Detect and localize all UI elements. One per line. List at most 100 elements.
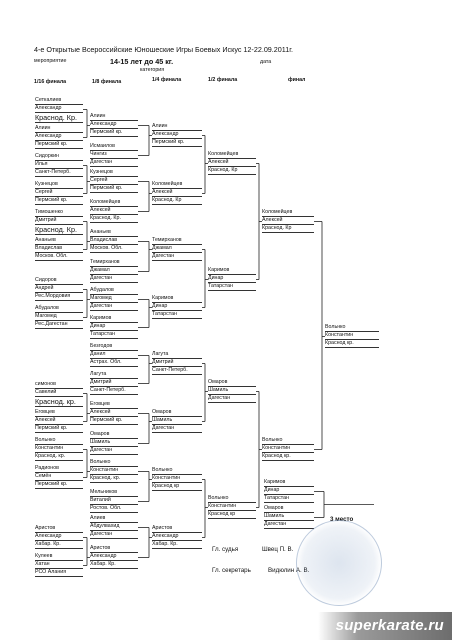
entry-r16-region: Краснод. кр. — [35, 398, 83, 408]
entry-r4-name: Лагута — [152, 351, 202, 359]
round-label-semi: 1/2 финала — [208, 77, 238, 83]
entry-r8-first: Джамал — [90, 268, 138, 276]
entry-r16-name: Сидоркин — [35, 153, 83, 161]
entry-r8-first: Абдулвахид — [90, 524, 138, 532]
entry-r2-first: Константин — [208, 504, 256, 512]
entry-r16-region: РСО Алания — [35, 570, 83, 578]
entry-r4-name: Коломейцев — [152, 181, 202, 189]
event-label: мероприятие — [34, 58, 67, 64]
champion-region: Краснод кр. — [325, 341, 379, 349]
entry-r4-name: Омаров — [152, 409, 202, 417]
entry-r4-first: Алексей — [152, 190, 202, 198]
entry-r16-name: Еговцев — [35, 409, 83, 417]
entry-r2-first: Шамиль — [208, 388, 256, 396]
judge-label: Гл. судья — [212, 546, 239, 553]
entry-r16-region: Санкт-Петерб. — [35, 170, 83, 178]
entry-r4-region: Дагестан — [152, 254, 202, 262]
watermark-text: superkarate.ru — [335, 617, 444, 634]
entry-r8-first: Александр — [90, 554, 138, 562]
entry-r4-region: Хабар. Кр. — [152, 542, 202, 550]
event-title: 4-е Открытые Всероссийские Юношеские Игр… — [34, 45, 294, 54]
entry-r16-region: Краснод. кр. — [35, 454, 83, 462]
entry-r16-name: Кузнецов — [35, 181, 83, 189]
entry-r8-first: Чингиз — [90, 152, 138, 160]
round-label-r16: 1/16 финала — [34, 79, 67, 85]
entry-r2-first: Алексей — [208, 160, 256, 168]
entry-r4-first: Константин — [152, 476, 202, 484]
entry-r16-name: Кулеев — [35, 553, 83, 561]
entry-r8-region: Татарстан — [90, 332, 138, 340]
judge-name: Швец П. В. — [262, 546, 294, 553]
entry-r8-region: Краснод. кр. — [90, 476, 138, 484]
category-label: категория — [140, 67, 165, 73]
entry-r8-region: Ростов. Обл. — [90, 506, 138, 514]
entry-r16-first: Алексей — [35, 418, 83, 426]
entry-r4-region: Краснод кр — [152, 484, 202, 492]
entry-r8-region: Дагестан — [90, 532, 138, 540]
entry-r8-name: Лагута — [90, 371, 138, 379]
entry-r8-name: Мельников — [90, 489, 138, 497]
entry-r4-first: Шамиль — [152, 418, 202, 426]
entry-final-region: Краснод кр. — [262, 454, 314, 462]
entry-r2-region: Краснод кр — [208, 512, 256, 520]
entry-r16-name: симонов — [35, 381, 83, 389]
entry-r8-region: Краснод. Кр. — [90, 216, 138, 224]
entry-r8-name: Омаров — [90, 431, 138, 439]
entry-r8-name: Каримов — [90, 315, 138, 323]
entry-r8-name: Алиев — [90, 515, 138, 523]
entry-r8-name: Ананьев — [90, 229, 138, 237]
entry-r4-name: Вольнко — [152, 467, 202, 475]
entry-r16-name: Вольнко — [35, 437, 83, 445]
entry-r8-region: Пермский кр. — [90, 130, 138, 138]
secretary-label: Гл. секретарь — [212, 567, 251, 574]
entry-r4-region: Краснод. Кр — [152, 198, 202, 206]
entry-r8-name: Алиин — [90, 113, 138, 121]
third-b-name: Омаров — [264, 505, 314, 513]
date-label: дата — [260, 59, 272, 65]
entry-r2-region: Дагестан — [208, 396, 256, 404]
entry-r16-first: Александр — [35, 106, 83, 114]
entry-r16-name: Сидоров — [35, 277, 83, 285]
entry-r16-region: Пермский кр. — [35, 142, 83, 150]
champion-first: Константин — [325, 333, 379, 341]
entry-r4-first: Джамал — [152, 246, 202, 254]
entry-r8-name: Абудалов — [90, 287, 138, 295]
entry-r16-region: Рес.Дагестан — [35, 322, 83, 330]
entry-r8-region: Москов. Обл. — [90, 246, 138, 254]
entry-r4-first: Дмитрий — [152, 360, 202, 368]
entry-r16-name: Тимошенко — [35, 209, 83, 217]
entry-r16-name: Сеткалиев — [35, 97, 83, 105]
entry-r2-region: Краснод. Кр — [208, 168, 256, 176]
entry-r8-name: Кузнецов — [90, 169, 138, 177]
entry-final-name: Коломейцев — [262, 209, 314, 217]
entry-r16-first: Савелий — [35, 390, 83, 398]
entry-r8-region: Хабар. Кр. — [90, 562, 138, 570]
entry-r16-region: Рес.Мордовия — [35, 294, 83, 302]
entry-r16-region: Пермский кр. — [35, 198, 83, 206]
entry-r4-name: Алиин — [152, 123, 202, 131]
entry-r8-region: Дагестан — [90, 160, 138, 168]
entry-r8-region: Санкт-Петерб. — [90, 388, 138, 396]
entry-r4-first: Динар — [152, 304, 202, 312]
champion-name: Вольнко — [325, 324, 379, 332]
entry-r8-name: Темирханов — [90, 259, 138, 267]
entry-r16-name: Аристов — [35, 525, 83, 533]
entry-r16-region: Краснод. Кр. — [35, 114, 83, 124]
entry-r8-name: Еговцев — [90, 401, 138, 409]
entry-r8-first: Магомед — [90, 296, 138, 304]
entry-r16-first: Сергей — [35, 190, 83, 198]
entry-r16-first: Илья — [35, 162, 83, 170]
entry-r8-first: Константин — [90, 468, 138, 476]
entry-r4-name: Аристов — [152, 525, 202, 533]
entry-r16-first: Андрей — [35, 286, 83, 294]
entry-r16-name: Радионов — [35, 465, 83, 473]
round-label-r4: 1/4 финала — [152, 77, 182, 83]
entry-r8-first: Алексей — [90, 410, 138, 418]
entry-r2-name: Коломейцев — [208, 151, 256, 159]
entry-r16-region: Хабар. Кр. — [35, 542, 83, 550]
entry-r16-first: Александр — [35, 534, 83, 542]
entry-r8-region: Пермский кр. — [90, 418, 138, 426]
entry-r4-name: Каримов — [152, 295, 202, 303]
entry-r16-region: Москов. Обл. — [35, 254, 83, 262]
official-stamp — [296, 520, 382, 606]
